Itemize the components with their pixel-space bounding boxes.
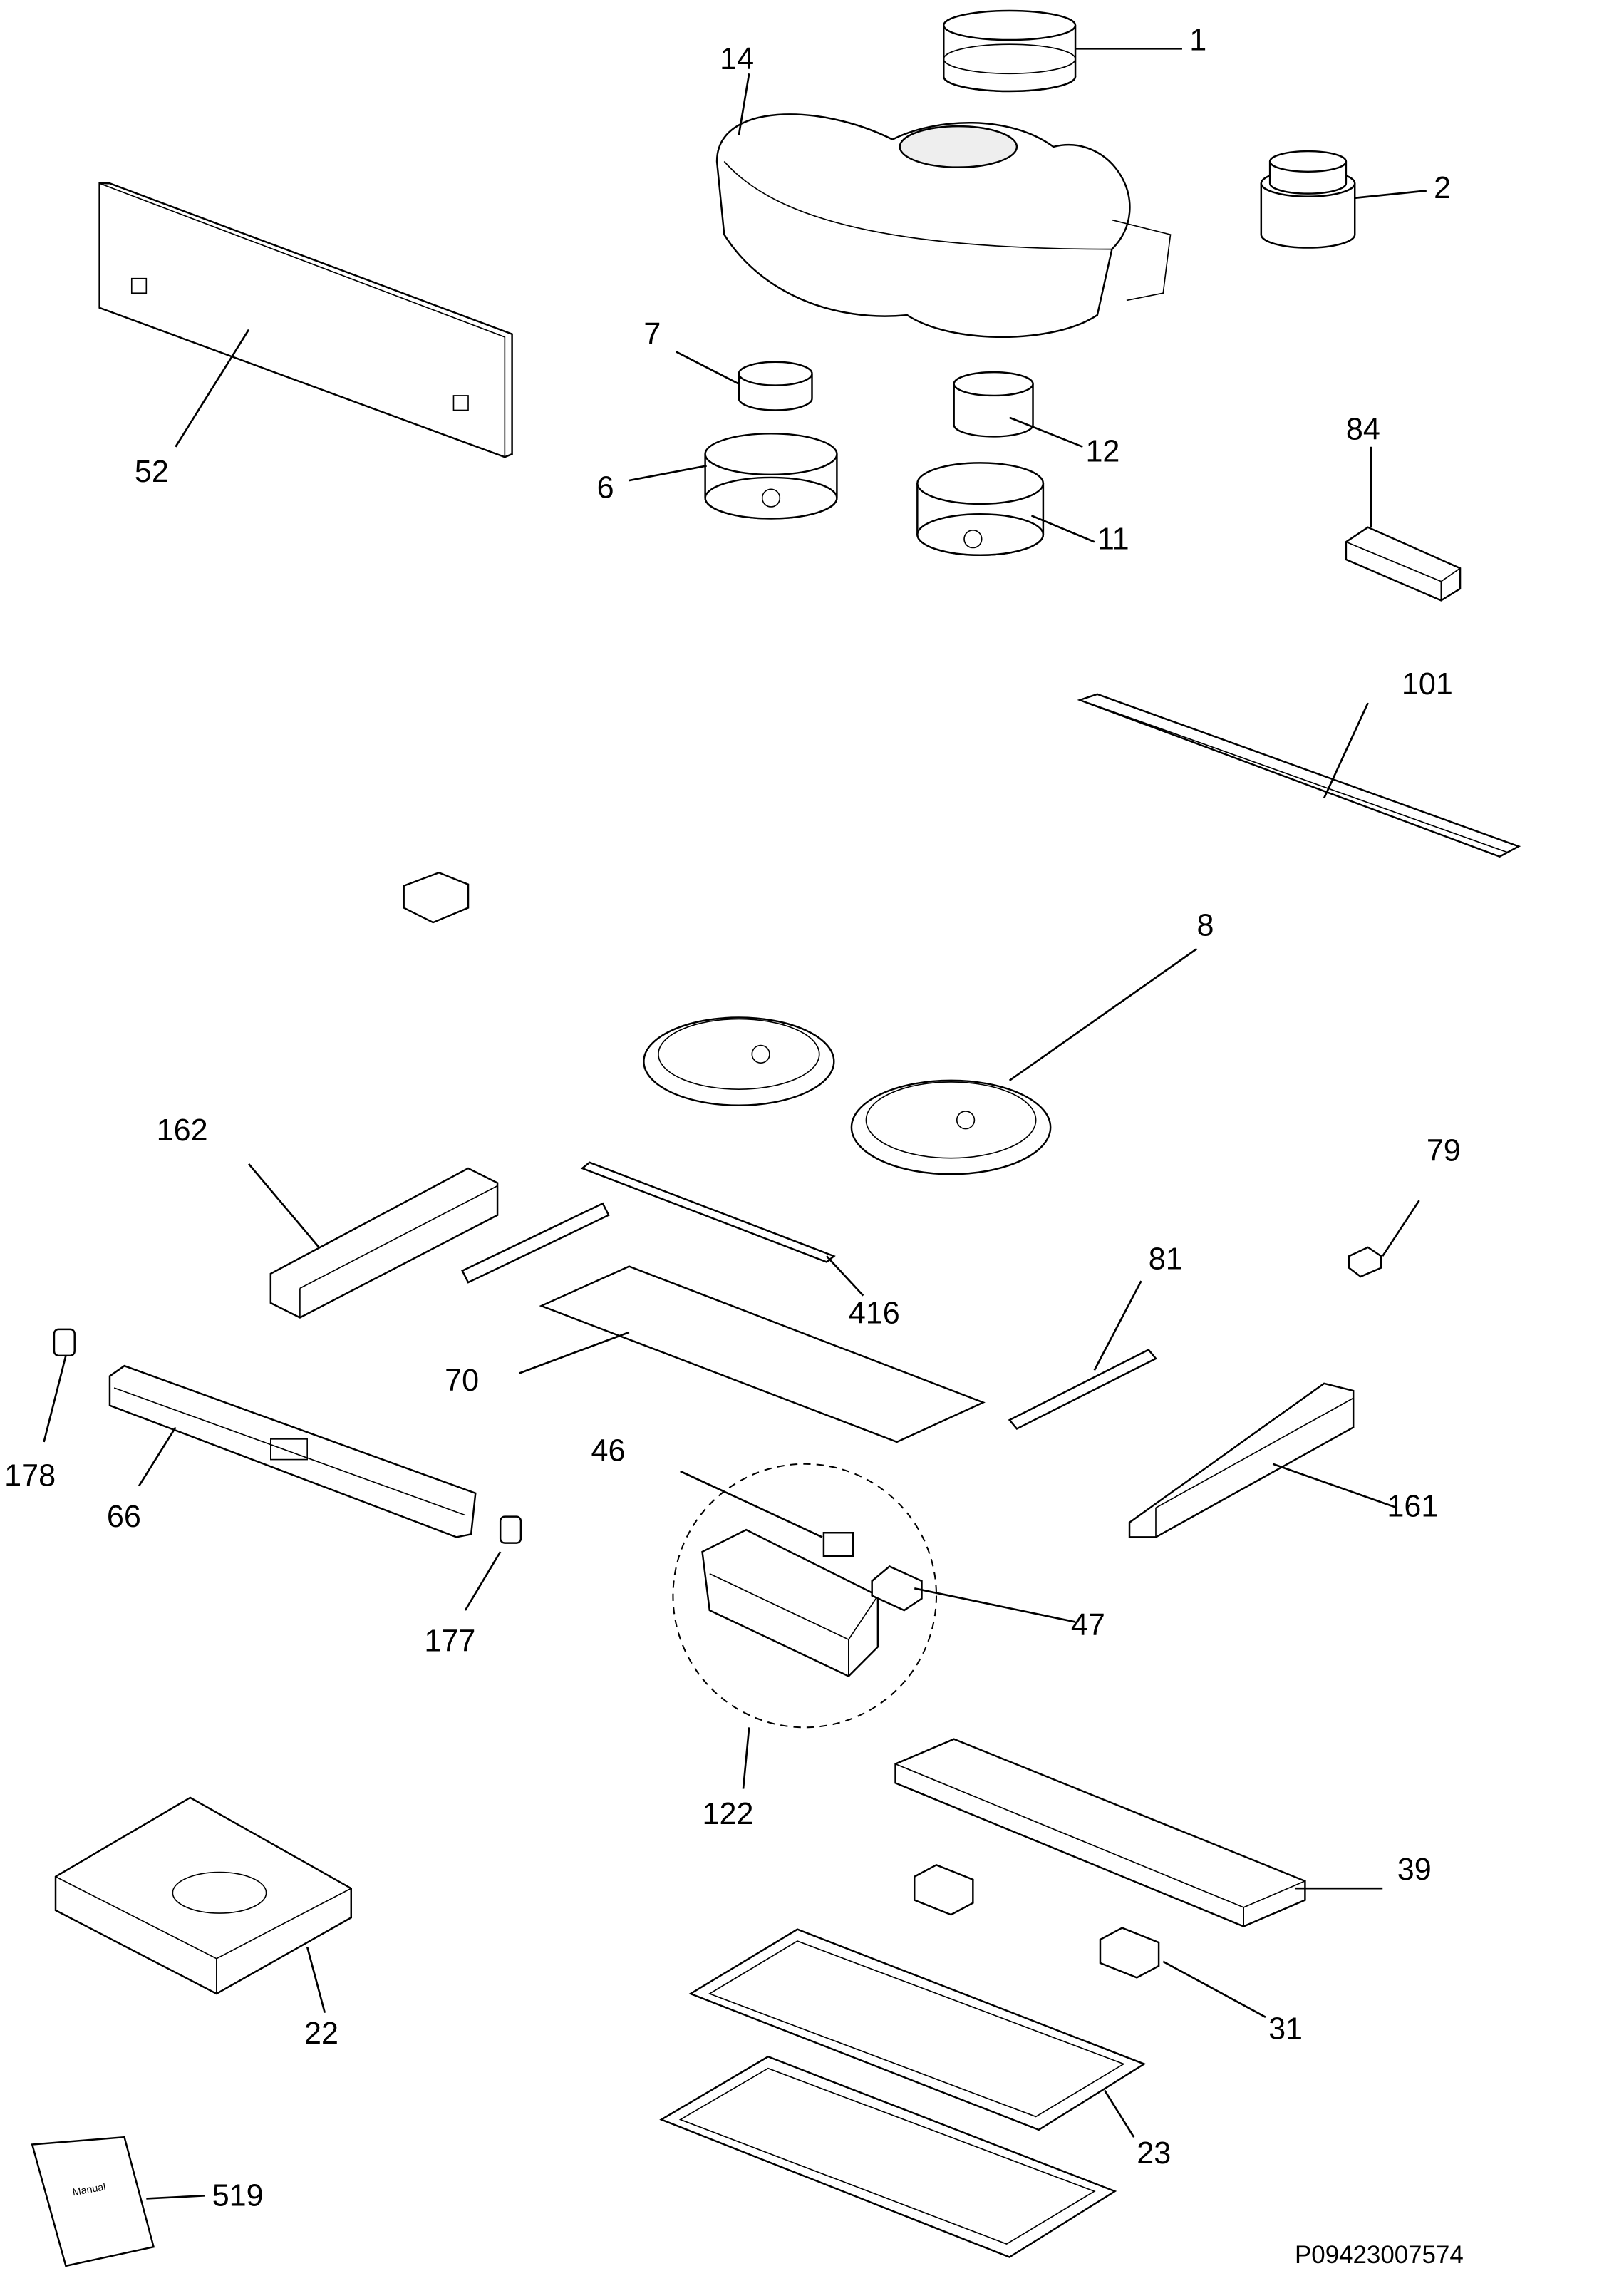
part-bracket bbox=[461, 1202, 610, 1284]
label-84: 84 bbox=[1346, 413, 1380, 447]
leader-lines bbox=[43, 48, 1427, 2200]
label-178: 178 bbox=[4, 1459, 56, 1493]
part-52-front-panel bbox=[98, 182, 513, 458]
label-46: 46 bbox=[591, 1434, 625, 1468]
label-31: 31 bbox=[1268, 2012, 1303, 2046]
part-84-transformer bbox=[1345, 526, 1462, 602]
label-519: 519 bbox=[212, 2179, 264, 2213]
part-39-light-tray bbox=[894, 1738, 1306, 1927]
label-14: 14 bbox=[720, 42, 754, 76]
part-6-blower-wheel bbox=[704, 433, 838, 520]
part-519-manual-bag: Manual bbox=[31, 2136, 155, 2267]
label-39: 39 bbox=[1397, 1853, 1432, 1887]
label-6: 6 bbox=[597, 471, 614, 505]
label-8: 8 bbox=[1196, 909, 1214, 943]
part-46-terminal bbox=[822, 1532, 854, 1557]
part-2-duct-reducer bbox=[1260, 150, 1356, 249]
label-7: 7 bbox=[643, 317, 661, 351]
part-70-glass-panel bbox=[539, 1265, 986, 1443]
part-12-motor bbox=[953, 371, 1034, 438]
label-162: 162 bbox=[157, 1113, 208, 1148]
part-7-motor bbox=[738, 361, 813, 411]
label-52: 52 bbox=[135, 455, 169, 489]
label-47: 47 bbox=[1071, 1608, 1105, 1642]
part-122-control-assembly bbox=[672, 1463, 938, 1729]
part-23-grease-filters bbox=[659, 1928, 1147, 2258]
part-47-terminal-block bbox=[871, 1565, 923, 1612]
label-416: 416 bbox=[849, 1297, 900, 1331]
label-11: 11 bbox=[1097, 522, 1129, 557]
part-81-strip bbox=[1008, 1349, 1157, 1431]
label-2: 2 bbox=[1434, 171, 1451, 205]
drawing-code: P09423007574 bbox=[1295, 2241, 1464, 2269]
part-177-end-cap bbox=[499, 1515, 522, 1544]
part-31-lamp-housing bbox=[913, 1863, 1160, 1979]
part-161-side-channel bbox=[1128, 1382, 1355, 1538]
label-12: 12 bbox=[1085, 434, 1119, 468]
part-labels: 1 14 2 52 7 6 12 11 84 101 8 162 79 416 … bbox=[4, 23, 1464, 2268]
label-79: 79 bbox=[1427, 1134, 1461, 1168]
label-122: 122 bbox=[703, 1797, 754, 1831]
label-161: 161 bbox=[1387, 1490, 1438, 1524]
part-22-base-tray bbox=[54, 1796, 352, 1995]
part-8-motor-plate bbox=[643, 1016, 1052, 1175]
part-178-end-cap bbox=[53, 1328, 76, 1357]
label-1: 1 bbox=[1189, 23, 1206, 57]
part-79-clip bbox=[1348, 1246, 1382, 1278]
part-11-blower-wheel bbox=[916, 462, 1045, 556]
label-70: 70 bbox=[445, 1364, 479, 1398]
label-66: 66 bbox=[107, 1500, 141, 1534]
part-14-motor-housing bbox=[715, 113, 1172, 339]
part-66-front-trim bbox=[108, 1364, 477, 1538]
part-162-side-channel bbox=[269, 1167, 499, 1319]
part-1-duct-collar bbox=[943, 9, 1077, 93]
label-22: 22 bbox=[304, 2017, 338, 2051]
part-101-rail bbox=[1077, 693, 1521, 858]
label-23: 23 bbox=[1137, 2136, 1171, 2171]
label-177: 177 bbox=[424, 1624, 475, 1659]
part-switch-block bbox=[403, 871, 470, 924]
label-101: 101 bbox=[1402, 667, 1453, 701]
svg-text:Manual: Manual bbox=[72, 2181, 107, 2198]
part-416-strip bbox=[580, 1161, 836, 1263]
label-81: 81 bbox=[1149, 1242, 1183, 1277]
